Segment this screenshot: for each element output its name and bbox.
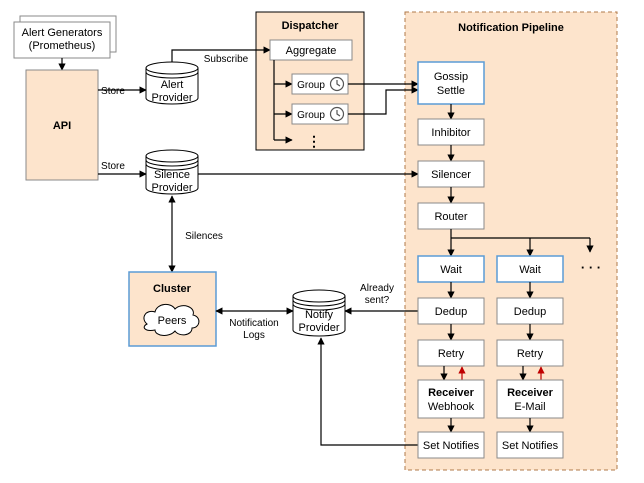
label-already-sent-1: Already [360, 283, 394, 294]
alert-generators-line1: Alert Generators [22, 27, 103, 39]
set-notifies-box [496, 431, 564, 459]
aggregate-label: Aggregate [286, 45, 337, 57]
api-label: API [53, 120, 71, 132]
edge-group2-to-gossip [348, 86, 419, 115]
set-notifies-label: Set Notifies [423, 440, 480, 452]
receiver-box [417, 379, 485, 419]
receiver-type: E-Mail [514, 401, 545, 413]
notify-provider-line2: Provider [299, 322, 340, 334]
label-store-silences: Store [101, 161, 125, 172]
label-notification-logs-1: Notification [229, 318, 278, 329]
dedup-label: Dedup [435, 306, 467, 318]
silence-provider-line2: Provider [152, 182, 193, 194]
silencer-box [417, 160, 485, 188]
cluster: Cluster Peers [128, 271, 217, 347]
wait-label: Wait [519, 264, 541, 276]
alert-provider-line1: Alert [161, 79, 184, 91]
group-1: Group [291, 73, 349, 95]
gossip-settle-line2: Settle [437, 85, 465, 97]
group-1-label: Group [297, 80, 325, 91]
alert-generators-front [13, 21, 111, 59]
notify-provider: Notify Provider [292, 289, 346, 337]
inhibitor-label: Inhibitor [431, 127, 470, 139]
group-2: Group [291, 103, 349, 125]
alert-generators-line2: (Prometheus) [29, 40, 96, 52]
branch-email: Wait Dedup Retry Receiver E-Mail Set Not… [496, 255, 564, 459]
aggregate-box [269, 39, 353, 61]
alert-provider-line2: Provider [152, 92, 193, 104]
router-label: Router [434, 211, 467, 223]
receiver-box [496, 379, 564, 419]
clock-icon [329, 106, 345, 122]
pipeline-title: Notification Pipeline [458, 22, 564, 34]
group-2-label: Group [297, 110, 325, 121]
cluster-peers: Peers [158, 315, 187, 327]
receiver-type: Webhook [428, 401, 475, 413]
label-notification-logs-2: Logs [243, 330, 265, 341]
clock-icon [329, 76, 345, 92]
label-already-sent-2: sent? [365, 295, 390, 306]
retry-label: Retry [438, 348, 465, 360]
receiver-label: Receiver [507, 387, 554, 399]
cluster-title: Cluster [153, 283, 192, 295]
set-notifies-label: Set Notifies [502, 440, 559, 452]
inhibitor-box [417, 118, 485, 146]
dedup-box [417, 297, 485, 325]
label-silences: Silences [185, 231, 223, 242]
notify-provider-line1: Notify [305, 309, 334, 321]
gossip-settle-line1: Gossip [434, 71, 468, 83]
retry-label: Retry [517, 348, 544, 360]
retry-box [417, 339, 485, 367]
branch-webhook: Wait Dedup Retry Receiver Webhook Set No… [417, 255, 485, 459]
alert-generators: Alert Generators (Prometheus) [13, 15, 117, 59]
retry-box [496, 339, 564, 367]
dispatcher-title: Dispatcher [282, 20, 340, 32]
silencer-label: Silencer [431, 169, 471, 181]
gossip-settle-box [417, 61, 485, 105]
wait-label: Wait [440, 264, 462, 276]
edge-setnotifies-to-notify [317, 337, 418, 446]
receiver-label: Receiver [428, 387, 475, 399]
dispatcher-more: ⋮ [307, 133, 321, 149]
label-subscribe: Subscribe [204, 54, 249, 65]
silence-provider: Silence Provider [145, 149, 199, 195]
dedup-label: Dedup [514, 306, 546, 318]
silence-provider-line1: Silence [154, 169, 190, 181]
pipeline-more: · · · [581, 260, 601, 275]
api: API [25, 69, 99, 181]
dedup-box [496, 297, 564, 325]
wait-box [417, 255, 485, 283]
router-box [417, 202, 485, 230]
set-notifies-box [417, 431, 485, 459]
api-box [25, 69, 99, 181]
alert-provider: Alert Provider [145, 61, 199, 105]
edge-subscribe [171, 46, 271, 62]
label-store-alerts: Store [101, 86, 125, 97]
cloud-icon [143, 304, 200, 336]
